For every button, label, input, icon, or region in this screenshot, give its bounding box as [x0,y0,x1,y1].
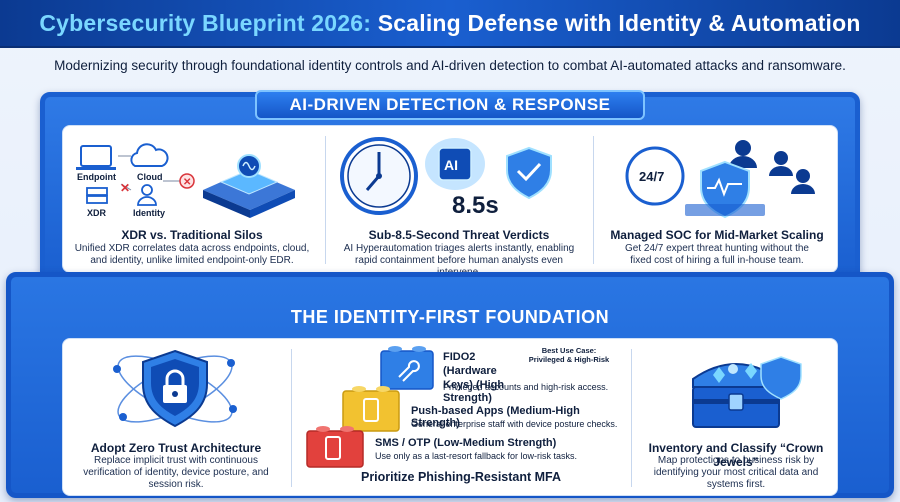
divider-3 [291,349,292,487]
shield-pulse-icon [700,160,750,219]
mfa-lego-illustration [306,346,434,468]
treasure-chest-illustration [692,356,802,428]
ai-badge: AI [444,157,458,173]
top-section-banner: AI-DRIVEN DETECTION & RESPONSE [255,90,645,120]
server-icon [86,187,108,204]
blocked-icon: ✕ [179,173,195,189]
crown-jewels-desc: Map protections to business risk by iden… [653,455,819,490]
page-title: Cybersecurity Blueprint 2026: Scaling De… [39,10,860,37]
card-soc: 24/7 Managed SOC for Mid-Market Scaling … [595,126,839,272]
fido2-tier-desc: Privileged accounts and high-risk access… [443,382,609,392]
card-soc-title: Managed SOC for Mid-Market Scaling [610,228,824,242]
push-tier-desc: General enterprise staff with device pos… [411,419,618,429]
clock-24-7-label: 24/7 [639,169,664,184]
label-xdr: XDR [87,208,107,218]
laptop-icon [76,145,116,170]
shield-check-icon [506,146,552,200]
console-icon [685,204,765,216]
bottom-section-banner: THE IDENTITY-FIRST FOUNDATION [290,306,610,327]
push-tier-name: Push-based Apps (Medium-High Strength) [411,405,580,429]
card-soc-desc: Get 24/7 expert threat hunting without t… [624,243,809,266]
fido2-brick-icon [380,346,434,390]
clock-24-7-icon: 24/7 [625,146,685,206]
ai-brain-chip-icon: AI [425,138,485,190]
xdr-illustration: Endpoint Cloud XDR Identity ✕ [76,143,295,218]
bottom-section-panel: Adopt Zero Trust Architecture Replace im… [62,338,838,496]
x-mark-icon: ✕ [120,181,130,195]
sms-tier-desc: Use only as a last-resort fallback for l… [375,451,578,461]
mfa-title: Prioritize Phishing-Resistant MFA [360,470,562,484]
cloud-icon [130,143,169,167]
card-xdr-title: XDR vs. Traditional Silos [121,228,263,242]
page-subtitle: Modernizing security through foundationa… [54,58,846,73]
crown-jewels-title: Inventory and Classify “Crown Jewels” [648,441,824,469]
divider-1 [325,136,326,264]
card-xdr: Endpoint Cloud XDR Identity ✕ [63,126,321,272]
card-mfa: FIDO2 (Hardware Keys) (High Strength) Be… [293,339,629,495]
identity-icon [137,184,157,206]
sms-tier-name: SMS / OTP (Low-Medium Strength) [375,437,557,449]
divider-2 [593,136,594,264]
zero-trust-desc: Replace implicit trust with continuous v… [83,455,269,490]
push-app-brick-icon [342,386,400,432]
card-xdr-desc: Unified XDR correlates data across endpo… [74,243,310,266]
metric-value: 8.5s [452,192,499,219]
card-zero-trust: Adopt Zero Trust Architecture Replace im… [63,339,289,495]
label-cloud: Cloud [137,172,163,182]
analyst-team-icon [729,140,815,194]
zero-trust-title: Adopt Zero Trust Architecture [90,441,262,455]
card-verdict-title: Sub-8.5-Second Threat Verdicts [368,228,550,242]
svg-text:✕: ✕ [183,177,191,188]
title-bar: Cybersecurity Blueprint 2026: Scaling De… [0,0,900,48]
label-identity: Identity [133,208,165,218]
title-part2: Scaling Defense with Identity & Automati… [377,9,861,36]
card-crown-jewels: Inventory and Classify “Crown Jewels” Ma… [633,339,839,495]
best-use-case-label: Best Use Case: Privileged & High-Risk [528,346,610,364]
zero-trust-illustration [113,349,237,428]
title-part1: Cybersecurity Blueprint 2026: [39,9,372,36]
card-verdict: AI 8.5s Sub-8.5-Second Threat Verdicts A… [327,126,591,278]
soc-illustration: 24/7 [625,140,815,219]
clock-icon [340,137,418,215]
top-section-panel: Endpoint Cloud XDR Identity ✕ [62,125,839,278]
label-endpoint: Endpoint [77,172,116,182]
treasure-chest-icon [692,356,802,428]
fido2-tier-name: FIDO2 (Hardware Keys) (High Strength) [443,351,505,405]
verdict-illustration: AI 8.5s [340,137,552,219]
divider-4 [631,349,632,487]
ai-chip-platform-icon [203,154,295,218]
orbit-lock-shield-icon [113,349,237,428]
sms-otp-brick-icon [306,426,364,468]
